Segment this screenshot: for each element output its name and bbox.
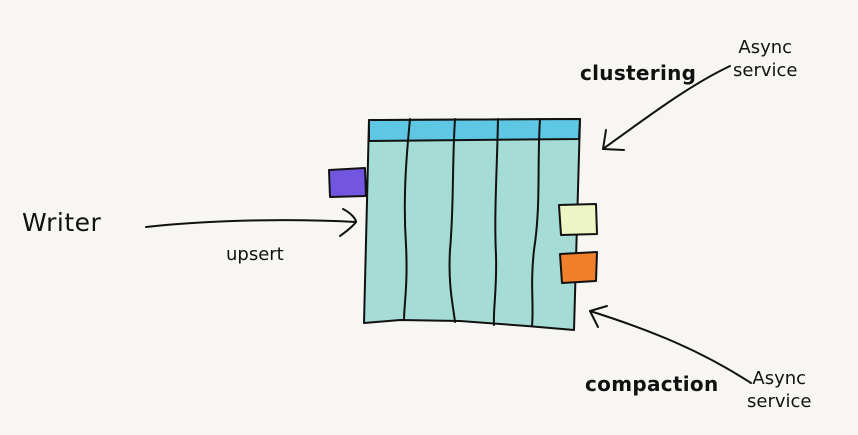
compaction-block (559, 251, 598, 284)
async-top-line2: service (733, 60, 798, 81)
table-columns (403, 118, 541, 327)
writer-label: Writer (22, 208, 102, 237)
table-body (363, 118, 581, 331)
async-bottom-line2: service (747, 391, 812, 412)
column-divider (531, 118, 541, 327)
upsert-label: upsert (226, 244, 284, 265)
clustering-block (558, 203, 598, 236)
async-service-label-top: Async service (733, 36, 797, 82)
column-divider (403, 118, 411, 321)
table-header (368, 118, 581, 142)
column-divider (448, 118, 456, 323)
compaction-arrow (589, 305, 752, 384)
column-divider (492, 118, 499, 326)
clustering-label: clustering (580, 61, 697, 85)
async-service-label-bottom: Async service (747, 367, 811, 413)
clustering-arrow (602, 65, 731, 151)
writer-block (328, 167, 367, 198)
writer-arrow (145, 208, 357, 237)
compaction-label: compaction (585, 372, 719, 396)
async-bottom-line1: Async (752, 368, 807, 389)
async-top-line1: Async (738, 37, 793, 58)
